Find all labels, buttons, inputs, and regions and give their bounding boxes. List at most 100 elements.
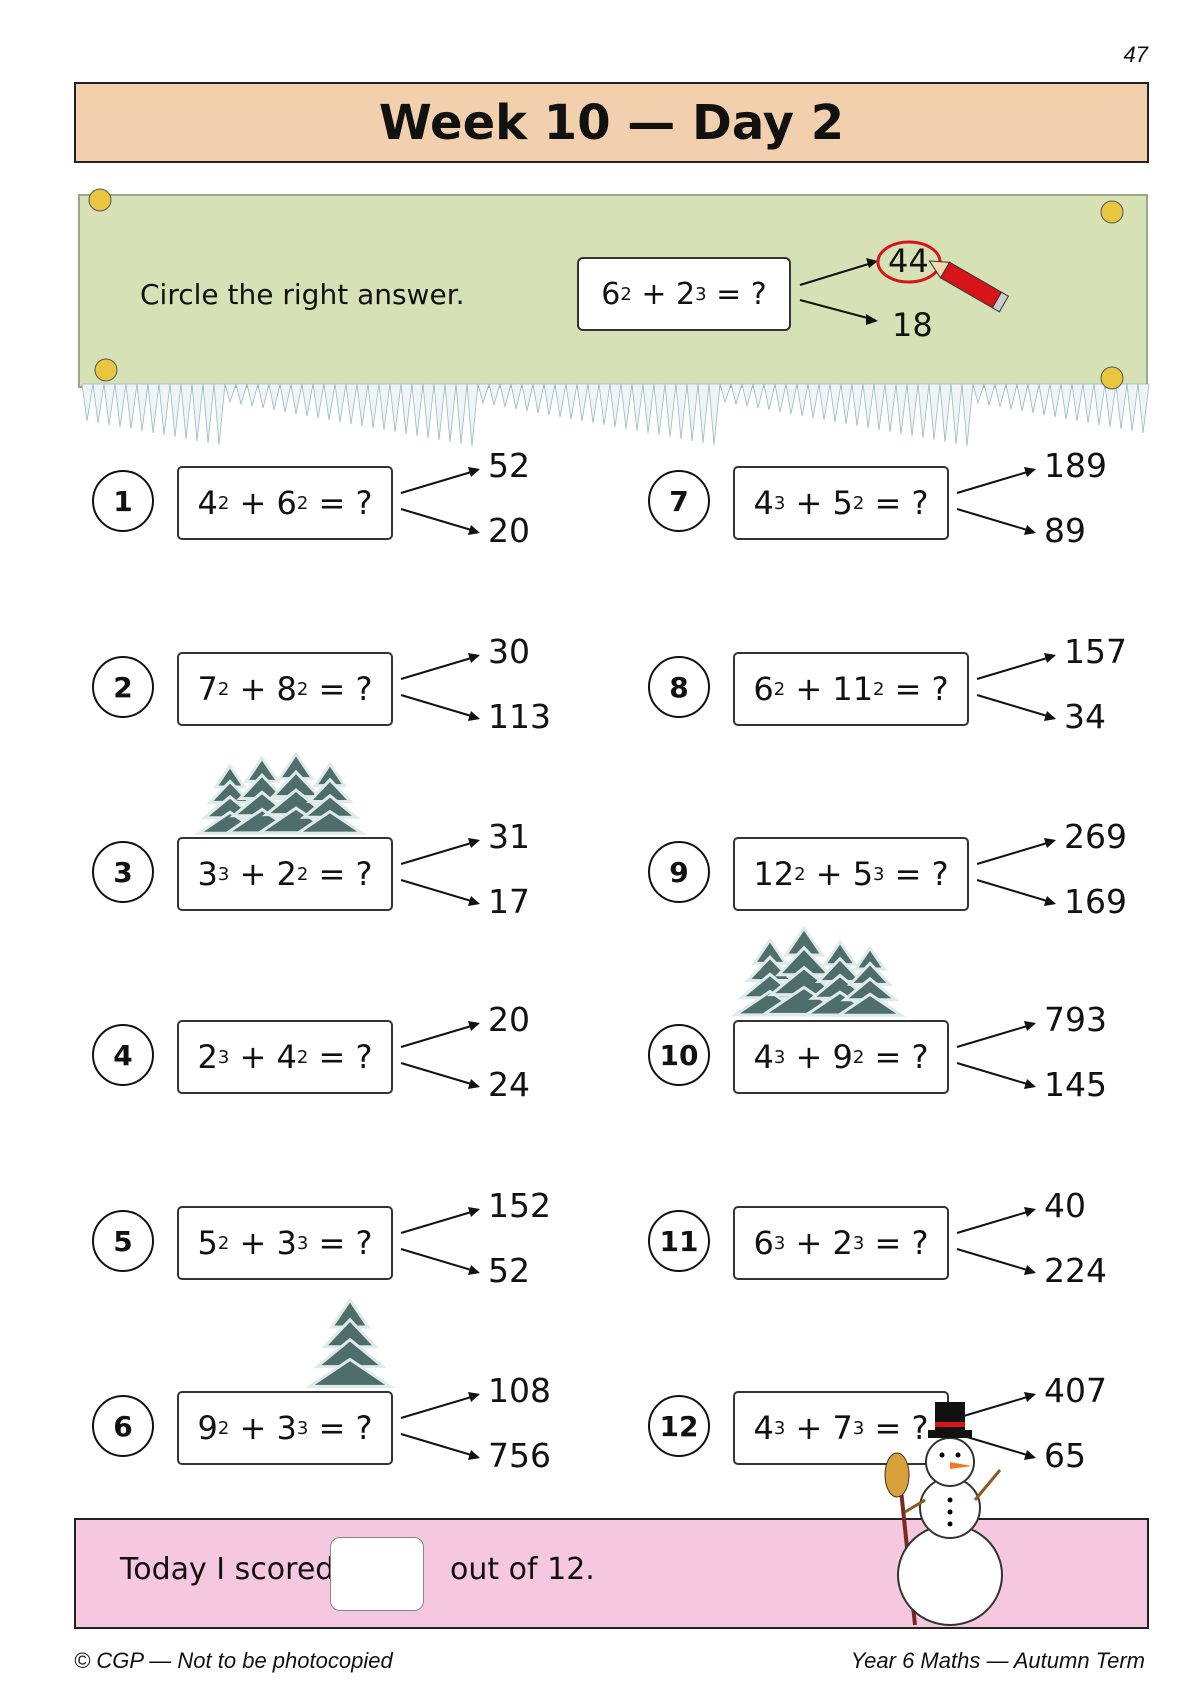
answer-option[interactable]: 89 (1044, 511, 1086, 550)
question-number: 5 (92, 1210, 154, 1272)
answer-option[interactable]: 793 (1044, 1000, 1107, 1039)
arrow-icon (976, 838, 1056, 865)
instruction-text: Circle the right answer. (140, 278, 465, 311)
question-number: 3 (92, 841, 154, 903)
arrow-icon (400, 1207, 480, 1234)
snowy-tree-icon (304, 1297, 396, 1388)
answer-option[interactable]: 108 (488, 1371, 551, 1410)
snowy-tree-icon (254, 751, 338, 835)
arrow-icon (400, 838, 480, 865)
arrow-icon (956, 467, 1036, 494)
answer-option[interactable]: 20 (488, 511, 530, 550)
question-number: 12 (648, 1395, 710, 1457)
answer-option[interactable]: 65 (1044, 1436, 1086, 1475)
answer-option[interactable]: 756 (488, 1436, 551, 1475)
arrow-icon (400, 1062, 480, 1089)
arrow-icon (400, 694, 480, 721)
answer-option[interactable]: 24 (488, 1065, 530, 1104)
score-suffix: out of 12. (450, 1552, 595, 1587)
score-prefix: Today I scored (120, 1552, 335, 1587)
arrow-icon (400, 879, 480, 906)
banner-decorations (81, 188, 1150, 447)
pin-icon (1100, 366, 1124, 390)
arrow-icon (400, 1433, 480, 1460)
page-title: Week 10 — Day 2 (74, 82, 1149, 163)
answer-option[interactable]: 152 (488, 1186, 551, 1225)
question-number: 7 (648, 470, 710, 532)
answer-option[interactable]: 224 (1044, 1251, 1107, 1290)
arrow-icon (400, 467, 480, 494)
arrow-icon (400, 1248, 480, 1275)
question-number: 1 (92, 470, 154, 532)
arrow-icon (400, 1392, 480, 1419)
answer-option[interactable]: 145 (1044, 1065, 1107, 1104)
answer-option[interactable]: 20 (488, 1000, 530, 1039)
arrow-icon (956, 1392, 1036, 1419)
answer-option[interactable]: 169 (1064, 882, 1127, 921)
pin-icon (1100, 200, 1124, 224)
snowy-tree-icon (293, 761, 367, 835)
question-number: 11 (648, 1210, 710, 1272)
copyright-footer: © CGP — Not to be photocopied (74, 1648, 393, 1673)
arrow-icon (956, 1021, 1036, 1048)
arrow-icon (956, 508, 1036, 535)
question-number: 9 (648, 841, 710, 903)
arrow-icon (976, 879, 1056, 906)
page-number: 47 (1123, 42, 1148, 67)
question-number: 6 (92, 1395, 154, 1457)
pencil-icon (928, 260, 1010, 313)
question-number: 10 (648, 1024, 710, 1086)
answer-option[interactable]: 17 (488, 882, 530, 921)
question-number: 8 (648, 656, 710, 718)
arrow-icon (976, 694, 1056, 721)
answer-option[interactable]: 34 (1064, 697, 1106, 736)
answer-option[interactable]: 269 (1064, 817, 1127, 856)
answer-option[interactable]: 407 (1044, 1371, 1107, 1410)
arrow-icon (976, 653, 1056, 680)
arrow-icon (400, 1021, 480, 1048)
answer-option[interactable]: 52 (488, 446, 530, 485)
example-answer: 18 (892, 306, 933, 344)
arrow-icon (400, 653, 480, 680)
score-bar: Today I scored out of 12. (74, 1518, 1149, 1629)
answer-option[interactable]: 40 (1044, 1186, 1086, 1225)
answer-option[interactable]: 30 (488, 632, 530, 671)
answer-option[interactable]: 189 (1044, 446, 1107, 485)
pin-icon (88, 188, 112, 212)
arrow-icon (956, 1207, 1036, 1234)
score-input[interactable] (330, 1537, 424, 1611)
example-answer-circled: 44 (888, 242, 929, 280)
arrow-icon (956, 1433, 1036, 1460)
snowy-tree-icon (730, 937, 810, 1017)
answer-option[interactable]: 52 (488, 1251, 530, 1290)
answer-option[interactable]: 157 (1064, 632, 1127, 671)
arrow-icon (799, 261, 876, 286)
arrow-icon (956, 1062, 1036, 1089)
snowy-tree-icon (222, 755, 302, 835)
snowy-tree-icon (833, 945, 907, 1017)
arrow-icon (400, 508, 480, 535)
snowy-tree-icon (193, 763, 267, 835)
snowy-tree-icon (801, 939, 879, 1017)
answer-option[interactable]: 31 (488, 817, 530, 856)
icicles-decoration (81, 383, 1150, 447)
question-number: 2 (92, 656, 154, 718)
pin-icon (94, 358, 118, 382)
snowy-tree-icon (758, 925, 850, 1016)
answer-option[interactable]: 113 (488, 697, 551, 736)
arrow-icon (956, 1248, 1036, 1275)
